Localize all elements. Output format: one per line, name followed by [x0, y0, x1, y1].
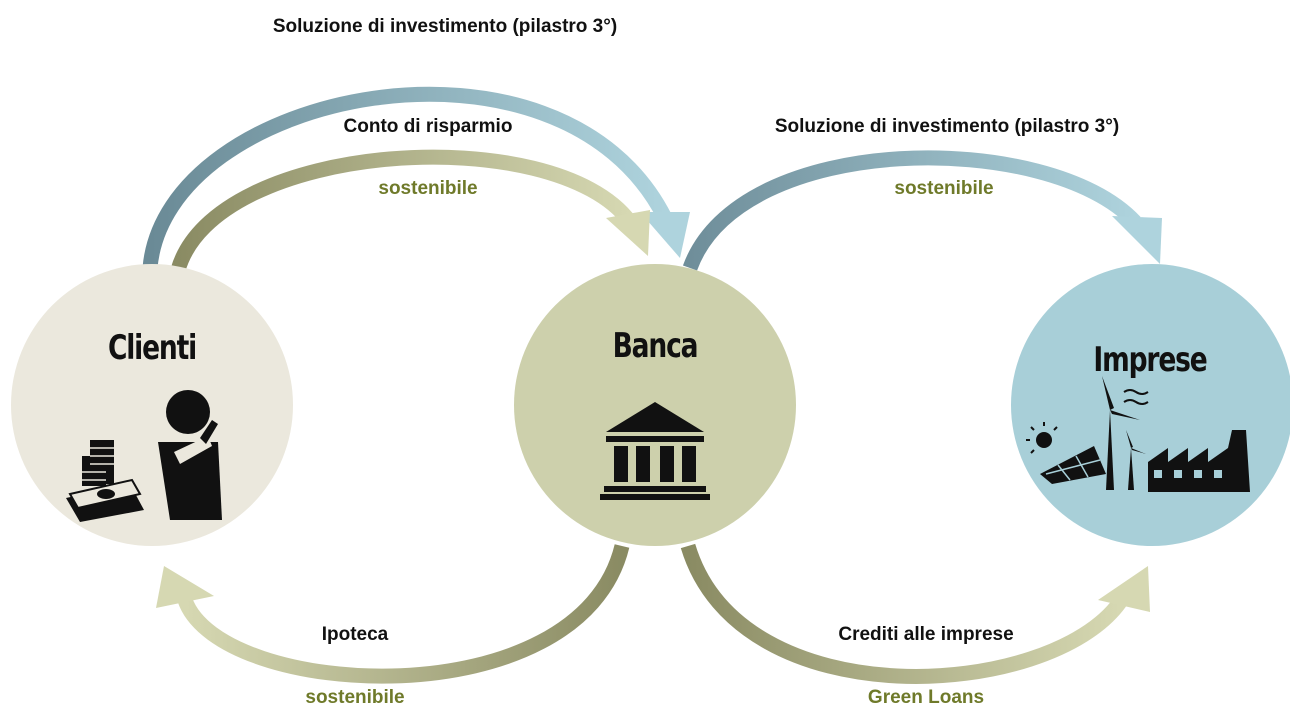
arrow-savings-clienti-banca [170, 149, 650, 273]
label-bottom-right: Crediti alle imprese [838, 624, 1014, 645]
node-clienti [11, 264, 293, 546]
bank-icon [600, 402, 710, 500]
arrow-investment-clienti-banca [142, 86, 690, 269]
person-money-icon [66, 390, 222, 522]
node-banca [514, 264, 796, 546]
tag-right-top: sostenibile [894, 178, 994, 199]
arrow-mortgage-banca-clienti [156, 544, 630, 684]
label-top-outer: Soluzione di investimento (pilastro 3°) [272, 16, 618, 37]
tag-bottom-right: Green Loans [867, 687, 985, 708]
node-title-clienti: Clienti [107, 328, 197, 368]
node-title-banca: Banca [612, 326, 699, 366]
label-top-inner: Conto di risparmio [343, 116, 513, 137]
tag-bottom-left: sostenibile [305, 687, 405, 708]
renewable-industry-icon [1026, 376, 1250, 492]
tag-top-inner: sostenibile [378, 178, 478, 199]
arrow-investment-banca-imprese [682, 150, 1162, 271]
arrow-credits-banca-imprese [680, 543, 1150, 684]
label-bottom-left: Ipoteca [321, 624, 389, 645]
node-imprese [1011, 264, 1290, 546]
label-right-top: Soluzione di investimento (pilastro 3°) [774, 116, 1120, 137]
node-title-imprese: Imprese [1093, 340, 1207, 380]
